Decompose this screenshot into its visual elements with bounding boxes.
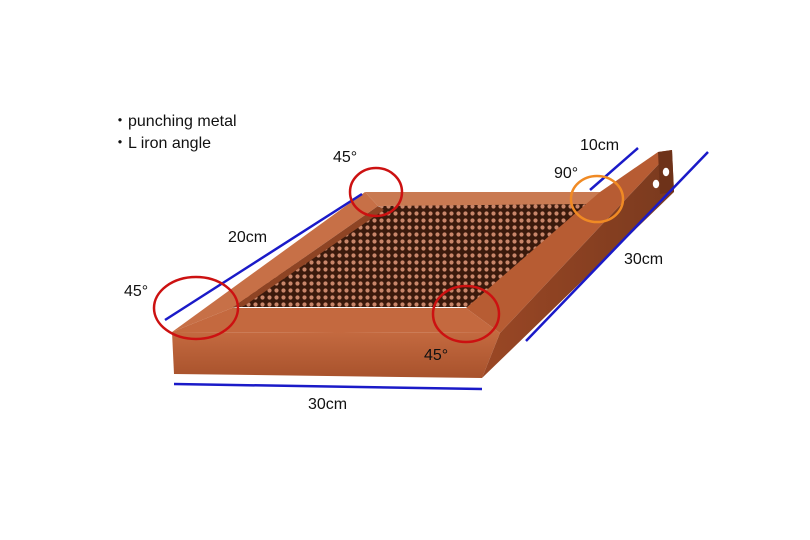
- label-handle-width: 10cm: [580, 137, 619, 154]
- angle-marker-back-left: [348, 166, 404, 218]
- note-punching-metal: ・punching metal: [112, 113, 237, 130]
- label-angle-front-right: 45°: [424, 347, 448, 364]
- frame-left-inner: [232, 206, 384, 308]
- bolt-hole-icon: [662, 167, 670, 177]
- dimension-line-left: [164, 192, 363, 322]
- frame-front-rail: [172, 308, 500, 333]
- label-left-depth: 20cm: [228, 229, 267, 246]
- angle-labels: 45° 45° 45° 90°: [124, 149, 578, 364]
- label-angle-handle-joint: 90°: [554, 165, 578, 182]
- angle-marker-front-left: [152, 275, 240, 341]
- label-angle-back-left: 45°: [333, 149, 357, 166]
- frame-left-rail: [172, 192, 378, 332]
- dimension-line-front: [173, 382, 483, 391]
- label-handle-length: 30cm: [624, 251, 663, 268]
- frame-back-rail: [365, 192, 600, 206]
- punching-metal-mesh: [232, 202, 596, 307]
- frame-right-rail: [466, 150, 672, 333]
- dimension-lines: 20cm 30cm 10cm 30cm: [164, 137, 709, 413]
- frame-front-face: [172, 332, 500, 378]
- label-angle-front-left: 45°: [124, 283, 148, 300]
- dimension-line-handle-length: [525, 151, 709, 342]
- frame-right-face: [482, 150, 674, 378]
- notes: ・punching metal ・L iron angle: [112, 113, 237, 152]
- angle-marker-front-right: [431, 284, 501, 344]
- label-front-width: 30cm: [308, 396, 347, 413]
- angle-marker-handle-joint: [569, 174, 625, 224]
- bolt-hole-icon: [652, 179, 660, 189]
- dimension-line-handle-width: [589, 147, 639, 191]
- note-l-iron-angle: ・L iron angle: [112, 135, 211, 152]
- angle-markers: [152, 166, 625, 344]
